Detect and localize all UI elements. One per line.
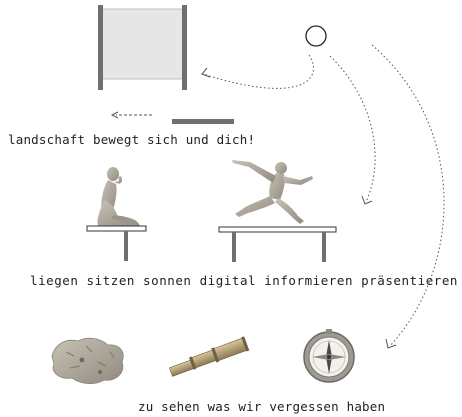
forgotten-caption: zu sehen was wir vergessen haben bbox=[138, 399, 386, 414]
projection-screen-icon bbox=[98, 5, 187, 90]
bench-bar bbox=[172, 119, 234, 124]
dotted-arrow-to-screen bbox=[202, 54, 314, 89]
leaping-figure-statue-icon bbox=[232, 160, 313, 224]
rock-icon bbox=[51, 337, 124, 384]
move-left-arrow bbox=[110, 111, 152, 119]
activities-caption: liegen sitzen sonnen digital informieren… bbox=[30, 273, 459, 288]
circle-icon bbox=[305, 25, 327, 47]
sitting-statue-bench bbox=[86, 167, 147, 261]
compass-icon bbox=[303, 329, 355, 383]
leaping-statue-bench bbox=[218, 160, 337, 262]
telescope-icon bbox=[169, 336, 250, 377]
dotted-arrow-to-compass bbox=[371, 44, 445, 347]
dotted-arrow-to-bench bbox=[329, 55, 376, 203]
sitting-woman-statue-icon bbox=[97, 167, 140, 226]
landscape-caption: landschaft bewegt sich und dich! bbox=[8, 132, 256, 147]
